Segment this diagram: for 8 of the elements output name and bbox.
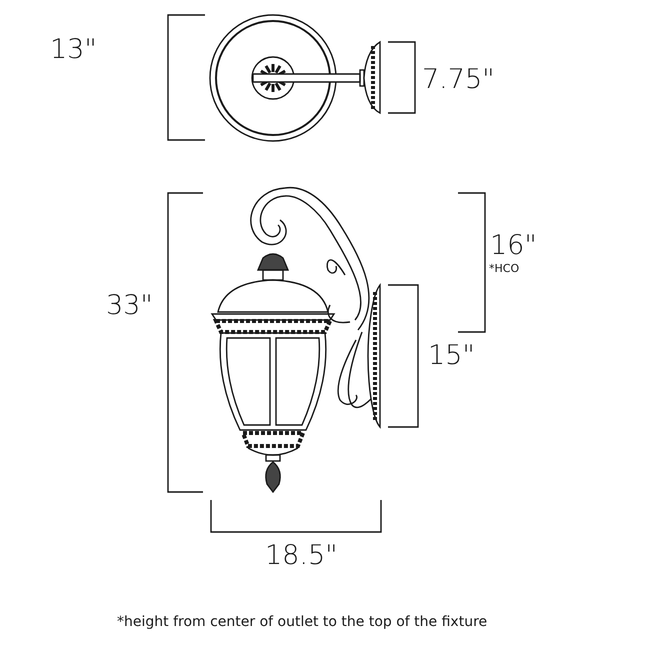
dimension-label: 15": [428, 342, 475, 369]
dimension-label: 16": [490, 232, 537, 259]
footnote: *height from center of outlet to the top of the fixture: [117, 615, 488, 629]
dimension-label: 33": [106, 292, 153, 319]
dimension-label: 7.75": [422, 66, 495, 93]
dimension-label: 18.5": [265, 542, 338, 569]
dimension-label: 13": [50, 36, 97, 63]
note-marker: *HCO: [489, 263, 520, 274]
